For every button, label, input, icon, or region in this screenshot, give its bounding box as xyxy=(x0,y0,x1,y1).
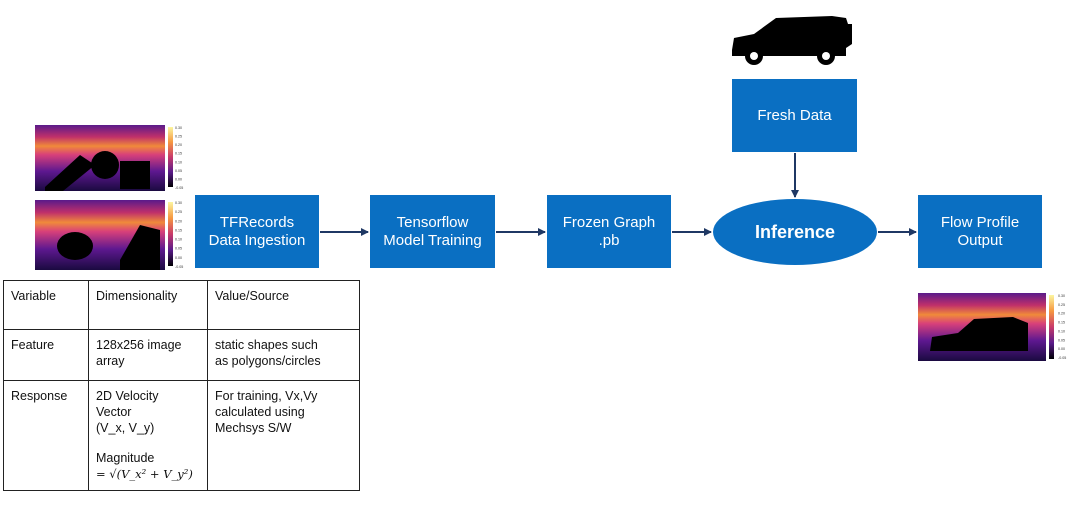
colorbar-tick: 0.15 xyxy=(1058,321,1065,325)
model-training-box: Tensorflow Model Training xyxy=(370,195,495,268)
colorbar-tick: 0.15 xyxy=(175,152,182,156)
magnitude-label: Magnitude xyxy=(96,451,155,465)
colorbar-tick: 0.25 xyxy=(175,135,182,139)
header-variable: Variable xyxy=(3,280,89,330)
magnitude-formula: = √(V_x² + V_y²) xyxy=(96,467,193,481)
colorbar-tick: 0.10 xyxy=(175,160,182,164)
variable-spec-table: Variable Dimensionality Value/Source Fea… xyxy=(3,280,360,491)
colorbar-labels-1: 0.30 0.25 0.20 0.15 0.10 0.05 0.00 -0.05 xyxy=(175,126,183,190)
flow-profile-output-label: Flow Profile Output xyxy=(940,213,1020,249)
flow-heatmap-2: 0.30 0.25 0.20 0.15 0.10 0.05 0.00 -0.05 xyxy=(35,200,185,270)
colorbar-tick: 0.10 xyxy=(175,238,182,242)
table-header-row: Variable Dimensionality Value/Source xyxy=(3,280,360,330)
tfrecords-box: TFRecords Data Ingestion xyxy=(195,195,319,268)
colorbar-tick: 0.15 xyxy=(175,228,182,232)
colorbar-tick: 0.20 xyxy=(1058,312,1065,316)
colorbar-tick: 0.00 xyxy=(175,177,182,181)
cell-response-variable: Response xyxy=(3,380,89,491)
colorbar-tick: 0.30 xyxy=(1058,294,1065,298)
colorbar-tick: 0.20 xyxy=(175,143,182,147)
cell-feature-variable: Feature xyxy=(3,329,89,381)
colorbar-tick: -0.05 xyxy=(175,265,183,269)
colorbar-tick: 0.20 xyxy=(175,219,182,223)
tfrecords-label: TFRecords Data Ingestion xyxy=(208,213,306,249)
colorbar-tick: 0.25 xyxy=(1058,303,1065,307)
table-row-feature: Feature 128x256 image array static shape… xyxy=(3,329,360,381)
cell-feature-source: static shapes such as polygons/circles xyxy=(207,329,360,381)
fresh-data-box: Fresh Data xyxy=(732,79,857,152)
colorbar-tick: 0.05 xyxy=(175,169,182,173)
header-value-source: Value/Source xyxy=(207,280,360,330)
cell-feature-dimensionality: 128x256 image array xyxy=(88,329,208,381)
colorbar-tick: 0.30 xyxy=(175,201,182,205)
inference-ellipse: Inference xyxy=(713,199,877,265)
cell-response-source: For training, Vx,Vy calculated using Mec… xyxy=(207,380,360,491)
flow-profile-output-box: Flow Profile Output xyxy=(918,195,1042,268)
inference-label: Inference xyxy=(754,221,836,242)
suv-silhouette-icon xyxy=(732,16,852,65)
cell-response-dimensionality: 2D Velocity Vector (V_x, V_y) Magnitude … xyxy=(88,380,208,491)
colorbar-tick: 0.05 xyxy=(175,247,182,251)
header-dimensionality: Dimensionality xyxy=(88,280,208,330)
colorbar-labels-2: 0.30 0.25 0.20 0.15 0.10 0.05 0.00 -0.05 xyxy=(175,201,183,269)
colorbar-tick: -0.05 xyxy=(175,186,183,190)
colorbar-tick: -0.05 xyxy=(1058,356,1066,360)
response-vector-text: 2D Velocity Vector (V_x, V_y) xyxy=(96,389,159,435)
model-training-label: Tensorflow Model Training xyxy=(383,213,482,249)
colorbar-tick: 0.10 xyxy=(1058,329,1065,333)
colorbar-labels-3: 0.30 0.25 0.20 0.15 0.10 0.05 0.00 -0.05 xyxy=(1058,294,1066,360)
colorbar-tick: 0.00 xyxy=(175,256,182,260)
frozen-graph-label: Frozen Graph .pb xyxy=(562,213,656,249)
colorbar-tick: 0.05 xyxy=(1058,338,1065,342)
flow-heatmap-output: 0.30 0.25 0.20 0.15 0.10 0.05 0.00 -0.05 xyxy=(918,293,1068,361)
table-row-response: Response 2D Velocity Vector (V_x, V_y) M… xyxy=(3,380,360,491)
colorbar-tick: 0.25 xyxy=(175,210,182,214)
frozen-graph-box: Frozen Graph .pb xyxy=(547,195,671,268)
colorbar-tick: 0.30 xyxy=(175,126,182,130)
fresh-data-label: Fresh Data xyxy=(757,106,832,124)
colorbar-tick: 0.00 xyxy=(1058,347,1065,351)
flow-heatmap-1: 0.30 0.25 0.20 0.15 0.10 0.05 0.00 -0.05 xyxy=(35,125,185,191)
